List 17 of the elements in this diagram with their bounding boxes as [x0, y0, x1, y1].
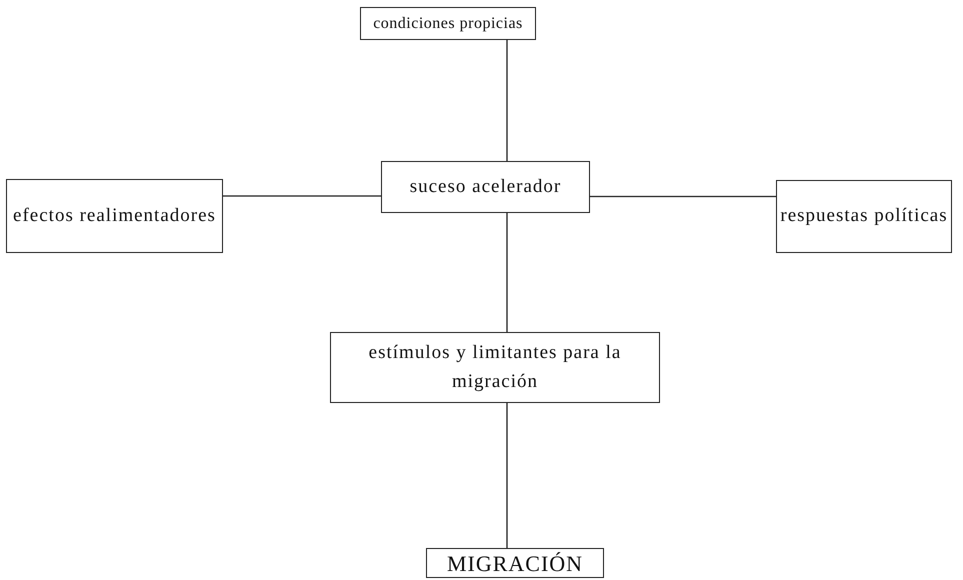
process-box	[381, 161, 590, 213]
node-text: MIGRACIÓN	[446, 550, 584, 578]
node-text: efectos realimentadores	[13, 204, 216, 228]
outcome-box	[426, 548, 604, 578]
connector-line	[223, 195, 381, 197]
node-text: suceso acelerador	[410, 174, 562, 199]
process-box	[330, 332, 660, 403]
connector-line	[506, 403, 508, 548]
node-text: respuestas políticas	[780, 204, 948, 228]
process-box	[776, 180, 952, 253]
label-box	[360, 7, 536, 40]
node-text: condiciones propicias	[373, 14, 523, 32]
connector-line	[506, 40, 508, 161]
connector-line	[506, 213, 508, 332]
node-text: estímulos y limitantes para la migración	[368, 341, 622, 394]
connector-line	[590, 196, 776, 198]
process-box	[6, 179, 223, 253]
